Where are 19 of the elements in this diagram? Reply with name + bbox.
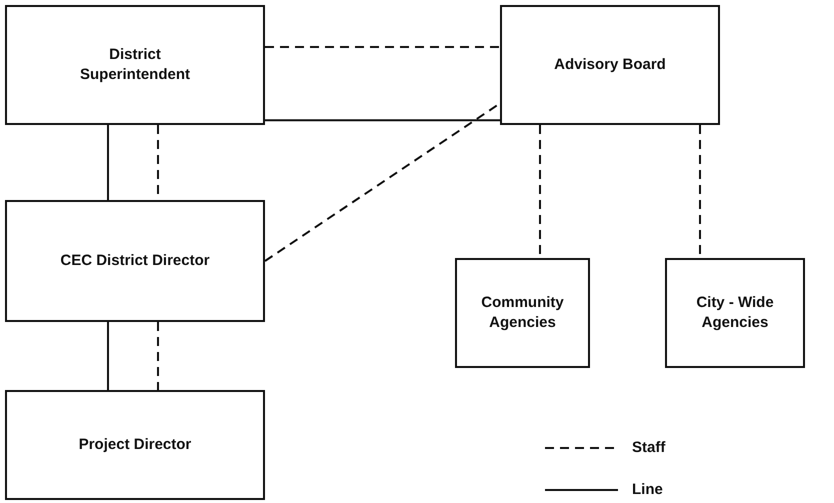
- box-label: Community Agencies: [480, 292, 565, 333]
- org-box: [455, 258, 590, 368]
- box-label: Project Director: [78, 434, 192, 455]
- box-label: Advisory Board: [554, 54, 666, 75]
- box-label: CEC District Director: [60, 250, 210, 271]
- box-label: District Superintendent: [78, 44, 191, 85]
- org-box: [5, 200, 265, 322]
- legend-label: Staff: [632, 439, 666, 456]
- dashed-connector: [265, 46, 500, 48]
- org-box: [5, 390, 265, 500]
- org-box: [500, 5, 720, 125]
- dashed-connector: [157, 322, 159, 390]
- org-box: [5, 5, 265, 125]
- legend-label: Line: [632, 481, 663, 498]
- connector-line: [265, 119, 500, 122]
- connector-line: [107, 125, 109, 200]
- box-label: City - Wide Agencies: [695, 292, 775, 333]
- connector-line: [107, 322, 109, 390]
- org-box: [665, 258, 805, 368]
